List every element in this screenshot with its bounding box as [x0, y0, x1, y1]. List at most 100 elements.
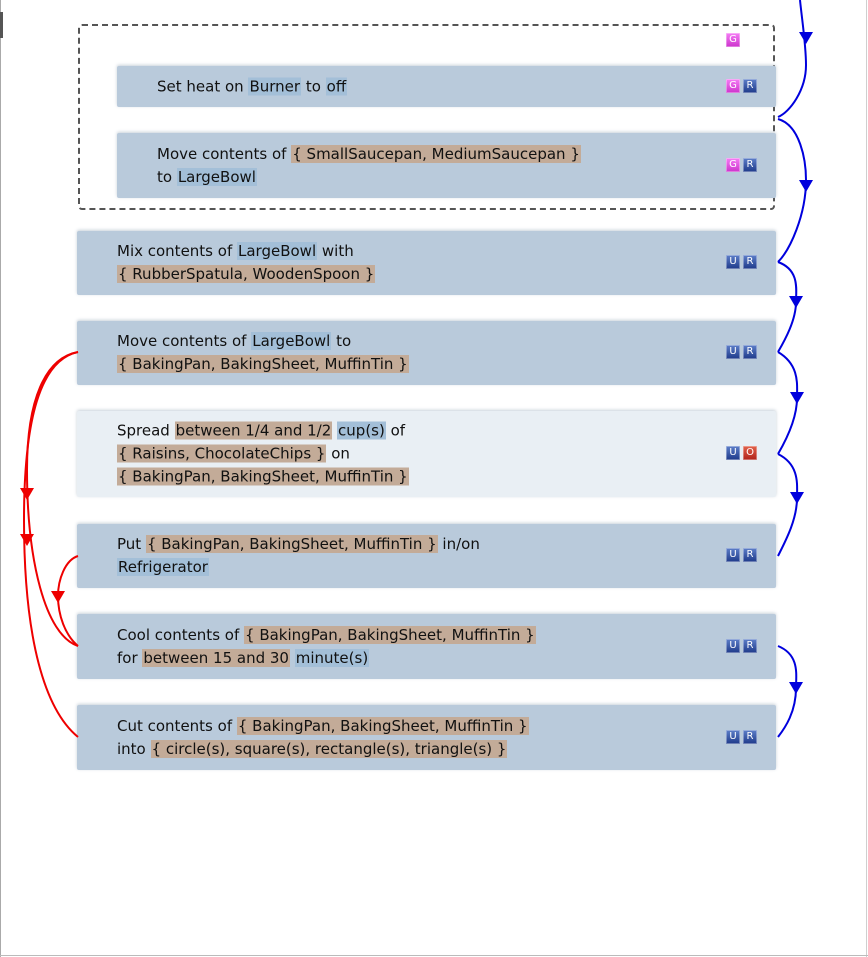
step-text: Mix contents of LargeBowl with { RubberSp… [117, 240, 376, 286]
left-edge-marker [0, 12, 3, 38]
arrowhead-down-icon [789, 296, 803, 308]
step-text: Put { BakingPan, BakingSheet, MuffinTin … [117, 533, 480, 579]
option-token[interactable]: between 1/4 and 1/2 [174, 421, 333, 440]
step-cool[interactable]: Cool contents of { BakingPan, BakingShee… [77, 614, 776, 679]
option-token[interactable]: { RubberSpatula, WoodenSpoon } [117, 265, 376, 283]
badge-u[interactable]: U [726, 638, 740, 653]
object-token[interactable]: Burner [248, 77, 302, 95]
badge-r[interactable]: R [743, 157, 757, 172]
step-text-fragment: on [326, 444, 350, 463]
step-text-fragment: to [157, 167, 177, 186]
window-bottom-edge [0, 955, 868, 956]
step-text-fragment: Cut contents of [117, 716, 237, 735]
object-token[interactable]: Refrigerator [117, 558, 209, 576]
badge-g[interactable]: G [726, 78, 740, 93]
group-badge: G [726, 33, 740, 47]
option-token[interactable]: { BakingPan, BakingSheet, MuffinTin } [244, 625, 536, 644]
arrowhead-down-icon [20, 534, 34, 546]
forward-arrow [777, 645, 798, 738]
step-text: Move contents of LargeBowl to { BakingPan… [117, 330, 409, 376]
arrowhead-down-icon [790, 492, 804, 504]
arrowhead-down-icon [799, 180, 813, 192]
step-text-fragment: Set heat on [157, 77, 249, 95]
group-badge-g[interactable]: G [726, 33, 740, 47]
option-token[interactable]: { BakingPan, BakingSheet, MuffinTin } [117, 467, 409, 486]
step-text-fragment: Put [117, 535, 146, 553]
step-text-fragment: Move contents of [117, 332, 252, 350]
object-token[interactable]: LargeBowl [237, 242, 318, 260]
step-move-to-pans[interactable]: Move contents of LargeBowl to { BakingPan… [77, 321, 776, 385]
step-group-box[interactable] [78, 24, 775, 210]
object-token[interactable]: LargeBowl [176, 167, 257, 186]
step-text: Set heat on Burner to off [157, 75, 348, 98]
object-token[interactable]: off [325, 77, 348, 95]
step-put[interactable]: Put { BakingPan, BakingSheet, MuffinTin … [77, 524, 776, 588]
step-mix[interactable]: Mix contents of LargeBowl with { RubberSp… [77, 231, 776, 295]
step-text: Cut contents of { BakingPan, BakingSheet… [117, 715, 529, 761]
window-left-edge [0, 0, 1, 957]
arrowhead-down-icon [51, 591, 65, 603]
badge-u[interactable]: U [726, 729, 740, 744]
badge-o[interactable]: O [743, 446, 757, 460]
badge-g[interactable]: G [726, 157, 740, 172]
arrowhead-down-icon [799, 32, 813, 44]
step-text-fragment: Move contents of [157, 144, 292, 163]
badge-u[interactable]: U [726, 255, 740, 269]
step-text-fragment: into [117, 739, 151, 758]
step-text-fragment: in/on [437, 535, 480, 553]
forward-arrow [777, 118, 808, 263]
badge-u[interactable]: U [726, 548, 740, 562]
forward-arrow [777, 351, 799, 455]
step-text: Spread between 1/4 and 1/2 cup(s) of { Ra… [117, 420, 409, 489]
step-cut[interactable]: Cut contents of { BakingPan, BakingSheet… [77, 705, 776, 770]
arrowhead-down-icon [20, 488, 34, 500]
step-spread[interactable]: Spread between 1/4 and 1/2 cup(s) of { Ra… [77, 411, 776, 497]
step-text-fragment: of [385, 421, 406, 440]
arrowhead-down-icon [790, 392, 804, 404]
forward-arrow [777, 261, 798, 353]
step-text-fragment: for [117, 648, 143, 667]
badge-r[interactable]: R [743, 255, 757, 269]
arrowhead-down-icon [789, 682, 803, 694]
object-token[interactable]: cup(s) [337, 421, 386, 440]
back-arrow [22, 351, 79, 738]
window-right-edge [866, 0, 867, 957]
object-token[interactable]: LargeBowl [251, 332, 332, 350]
step-move-saucepans[interactable]: Move contents of { SmallSaucepan, Medium… [117, 133, 776, 198]
badge-r[interactable]: R [743, 78, 757, 93]
option-token[interactable]: { BakingPan, BakingSheet, MuffinTin } [117, 355, 409, 373]
back-arrow [25, 351, 79, 647]
step-text: Cool contents of { BakingPan, BakingShee… [117, 624, 536, 670]
option-token[interactable]: { BakingPan, BakingSheet, MuffinTin } [145, 535, 438, 553]
step-text-fragment: with [317, 242, 354, 260]
step-text-fragment: Cool contents of [117, 625, 245, 644]
badge-r[interactable]: R [743, 548, 757, 562]
option-token[interactable]: { SmallSaucepan, MediumSaucepan } [291, 144, 581, 163]
option-token[interactable]: { circle(s), square(s), rectangle(s), tr… [150, 739, 508, 758]
step-text: Move contents of { SmallSaucepan, Medium… [157, 143, 581, 189]
badge-u[interactable]: U [726, 345, 740, 359]
step-text-fragment: to [301, 77, 326, 95]
option-token[interactable]: { BakingPan, BakingSheet, MuffinTin } [236, 716, 529, 735]
badge-r[interactable]: R [743, 638, 757, 653]
option-token[interactable]: between 15 and 30 [142, 648, 290, 667]
object-token[interactable]: minute(s) [294, 648, 370, 667]
forward-arrow [777, 0, 808, 118]
step-text-fragment: Spread [117, 421, 175, 440]
option-token[interactable]: { Raisins, ChocolateChips } [117, 444, 327, 463]
step-text-fragment: Mix contents of [117, 242, 237, 260]
step-text-fragment: to [331, 332, 352, 350]
badge-u[interactable]: U [726, 446, 740, 460]
badge-r[interactable]: R [743, 729, 757, 744]
badge-r[interactable]: R [743, 345, 757, 359]
